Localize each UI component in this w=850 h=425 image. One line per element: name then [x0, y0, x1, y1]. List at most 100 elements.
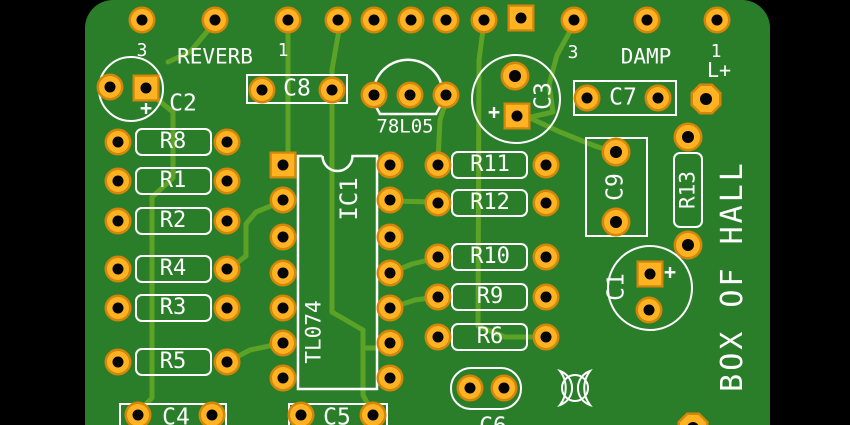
refdes-R2: R2	[159, 208, 187, 233]
resistor-outline-R4	[135, 255, 212, 283]
solder-pad	[601, 207, 631, 237]
solder-pad	[456, 374, 484, 402]
solder-pad	[532, 243, 560, 271]
solder-pad	[274, 6, 302, 34]
solder-pad	[470, 6, 498, 34]
solder-pad	[269, 294, 297, 322]
solder-pad	[213, 207, 241, 235]
solder-pad-square	[507, 4, 535, 32]
refdes-R9: R9	[476, 284, 504, 309]
refdes-R10: R10	[470, 244, 510, 269]
solder-pad	[376, 186, 404, 214]
solder-pad-square	[269, 151, 297, 179]
pin-label-1-left: 1	[277, 40, 289, 61]
solder-pad	[269, 186, 297, 214]
solder-pad	[396, 81, 424, 109]
solder-pad	[633, 6, 661, 34]
polarity-plus-C3: +	[487, 100, 501, 124]
solder-pad	[397, 6, 425, 34]
refdes-C3: C3	[530, 82, 557, 110]
solder-pad	[318, 76, 346, 104]
solder-pad	[128, 6, 156, 34]
refdes-R8: R8	[159, 129, 187, 154]
refdes-C6: C6	[479, 415, 507, 425]
board-title: BOX OF HALL	[715, 160, 750, 392]
solder-pad	[424, 283, 452, 311]
pin-label-1-right: 1	[710, 41, 722, 62]
label-led-positive: L+	[706, 58, 732, 82]
solder-pad	[104, 128, 132, 156]
ic-part-number: TL074	[301, 300, 326, 364]
waxing-crescent-icon	[557, 368, 574, 408]
solder-pad	[213, 255, 241, 283]
solder-pad	[269, 364, 297, 392]
solder-pad	[104, 167, 132, 195]
refdes-R13: R13	[675, 171, 700, 209]
solder-pad	[635, 296, 663, 324]
solder-pad	[424, 151, 452, 179]
solder-pad	[359, 401, 387, 425]
solder-pad	[96, 73, 124, 101]
refdes-C4: C4	[162, 404, 190, 425]
waning-crescent-icon	[576, 368, 593, 408]
copper-trace	[165, 19, 218, 65]
solder-pad	[104, 255, 132, 283]
solder-pad	[424, 189, 452, 217]
solder-pad	[360, 6, 388, 34]
solder-pad	[248, 76, 276, 104]
refdes-C5: C5	[323, 404, 351, 425]
resistor-outline-R11	[451, 151, 528, 179]
refdes-C8: C8	[283, 75, 311, 102]
solder-pad	[532, 151, 560, 179]
solder-pad-square	[503, 102, 531, 130]
refdes-IC1: IC1	[335, 177, 363, 221]
resistor-outline-R1	[135, 167, 212, 195]
solder-pad	[360, 81, 388, 109]
solder-pad	[376, 329, 404, 357]
solder-pad	[490, 374, 518, 402]
capacitor-outline-C4	[119, 403, 227, 425]
refdes-R1: R1	[159, 168, 187, 193]
solder-pad	[424, 243, 452, 271]
solder-pad	[376, 151, 404, 179]
label-damp: DAMP	[620, 44, 672, 69]
refdes-C7: C7	[609, 84, 637, 111]
capacitor-outline-C8	[246, 74, 348, 104]
solder-pad	[532, 323, 560, 351]
solder-pad	[104, 294, 132, 322]
copper-trace	[329, 21, 375, 415]
solder-pad	[213, 348, 241, 376]
solder-pad	[104, 207, 132, 235]
solder-pad	[376, 223, 404, 251]
solder-pad	[644, 84, 672, 112]
resistor-outline-R9	[451, 283, 528, 311]
refdes-R5: R5	[159, 349, 187, 374]
pin-label-3-right: 3	[567, 42, 579, 63]
refdes-R4: R4	[159, 256, 187, 281]
solder-pads	[96, 4, 731, 425]
solder-pad	[124, 401, 152, 425]
solder-pad	[573, 84, 601, 112]
solder-pad	[560, 6, 588, 34]
triple-moon-icon	[557, 368, 593, 408]
copper-trace	[137, 92, 176, 413]
capacitor-outline-C1	[607, 245, 693, 331]
solder-pad	[432, 6, 460, 34]
refdes-R6: R6	[476, 324, 504, 349]
label-reverb: REVERB	[177, 44, 253, 69]
solder-pad	[703, 6, 731, 34]
resistor-outline-R5	[135, 348, 212, 376]
solder-pad-square	[132, 74, 160, 102]
solder-pad	[198, 401, 226, 425]
solder-pad	[424, 323, 452, 351]
resistor-outline-R2	[135, 207, 212, 235]
refdes-R11: R11	[470, 152, 510, 177]
resistor-outline-R13	[673, 152, 703, 228]
solder-pad	[673, 122, 703, 152]
label-regulator-78L05: 78L05	[376, 115, 434, 138]
solder-pad	[532, 189, 560, 217]
polarity-plus-C1: +	[663, 260, 677, 284]
pin-label-3-left: 3	[136, 40, 148, 61]
solder-pad	[201, 6, 229, 34]
refdes-C9: C9	[602, 173, 629, 201]
